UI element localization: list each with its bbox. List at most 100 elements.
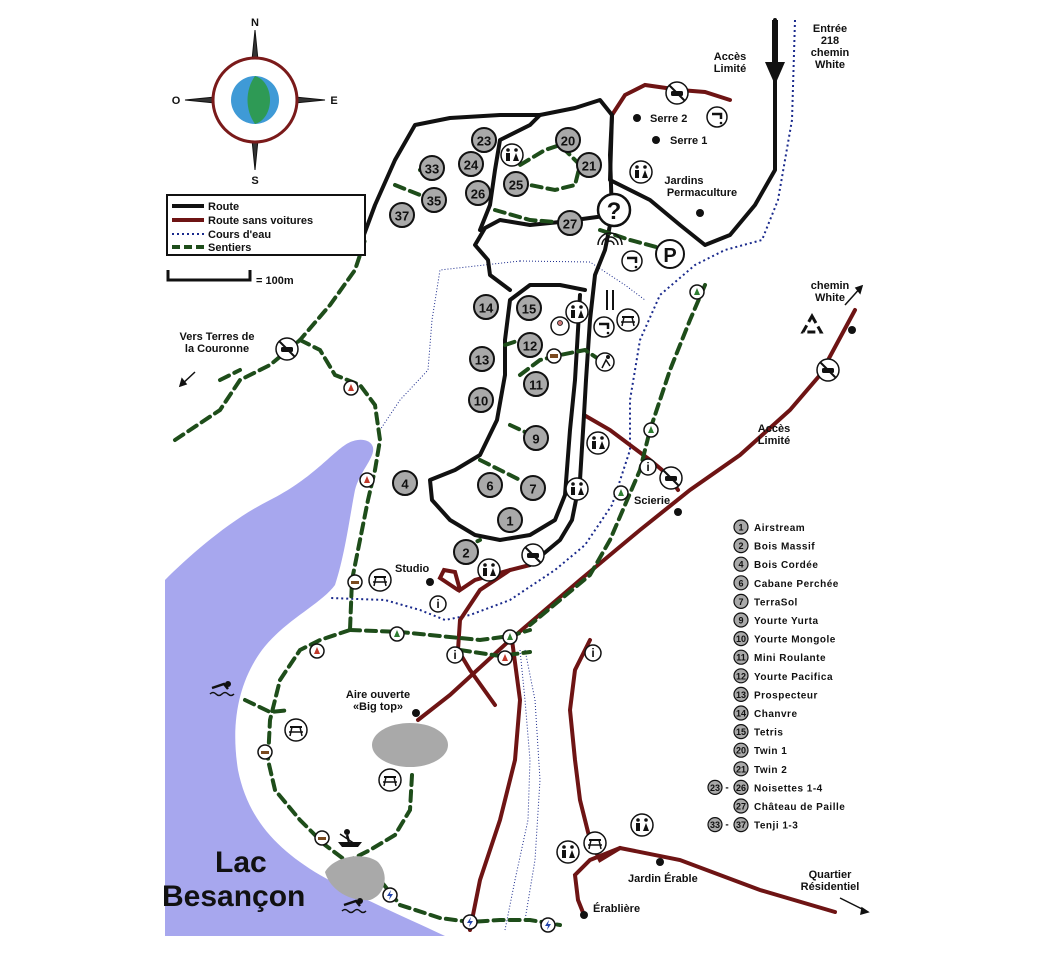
site-legend-name: Airstream — [754, 523, 805, 534]
campsite-marker[interactable] — [469, 346, 495, 372]
site-legend-marker — [733, 686, 749, 703]
picnic-table-icon — [284, 718, 308, 742]
campfire-icon — [497, 650, 513, 666]
campsite-marker[interactable] — [497, 507, 523, 533]
label-studio: Studio — [395, 563, 429, 575]
campsite-9[interactable]: 9 — [523, 425, 549, 451]
toilets-icon — [629, 160, 653, 184]
campsite-13[interactable]: 13 — [469, 346, 495, 372]
campsite-marker[interactable] — [453, 539, 479, 565]
label-entree-white: White — [815, 59, 845, 71]
campsite-12[interactable]: 12 — [517, 332, 543, 358]
site-legend-number: 26 — [736, 783, 746, 793]
site-legend-number: 15 — [736, 727, 746, 737]
svg-text:i: i — [453, 648, 456, 662]
campsite-7[interactable]: 7 — [520, 475, 546, 501]
svg-text:P: P — [663, 245, 676, 267]
site-legend-number: 21 — [736, 764, 746, 774]
legend-sentiers: Sentiers — [208, 242, 251, 254]
campsite-24[interactable]: 24 — [458, 151, 484, 177]
campsite-number: 14 — [479, 301, 494, 316]
campsite-14[interactable]: 14 — [473, 294, 499, 320]
campsite-number: 2 — [462, 546, 469, 561]
campsite-marker[interactable] — [421, 187, 447, 213]
label-serre-2: Serre 2 — [650, 113, 687, 125]
campsite-number: 7 — [529, 482, 536, 497]
campsite-marker[interactable] — [557, 210, 583, 236]
campsite-number: 26 — [471, 187, 485, 202]
campsite-marker[interactable] — [468, 387, 494, 413]
site-legend-number: 27 — [736, 802, 746, 812]
site-legend-name: Yourte Mongole — [754, 635, 836, 646]
no-car-icon — [816, 358, 840, 382]
campsite-marker[interactable] — [555, 127, 581, 153]
campsite-10[interactable]: 10 — [468, 387, 494, 413]
campsite-6[interactable]: 6 — [477, 472, 503, 498]
site-legend-marker — [733, 593, 749, 610]
campsite-21[interactable]: 21 — [576, 152, 602, 178]
campsite-number: 9 — [532, 432, 539, 447]
campsite-marker[interactable] — [458, 151, 484, 177]
campsite-marker[interactable] — [503, 171, 529, 197]
kids-activity-icon — [550, 316, 570, 336]
campsite-26[interactable]: 26 — [465, 180, 491, 206]
campsite-marker[interactable] — [520, 475, 546, 501]
campsite-marker[interactable] — [419, 155, 445, 181]
campsite-23[interactable]: 23 — [471, 127, 497, 153]
campsite-marker[interactable] — [576, 152, 602, 178]
water-tap-icon — [593, 316, 615, 338]
campsite-4[interactable]: 4 — [392, 470, 418, 496]
campsite-marker[interactable] — [465, 180, 491, 206]
campsite-marker[interactable] — [477, 472, 503, 498]
campsite-2[interactable]: 2 — [453, 539, 479, 565]
campsite-27[interactable]: 27 — [557, 210, 583, 236]
campsite-number: 37 — [395, 209, 409, 224]
campsite-marker[interactable] — [516, 295, 542, 321]
campsite-15[interactable]: 15 — [516, 295, 542, 321]
campsite-35[interactable]: 35 — [421, 187, 447, 213]
site-legend-marker — [733, 742, 749, 758]
campsite-marker[interactable] — [473, 294, 499, 320]
campsite-20[interactable]: 20 — [555, 127, 581, 153]
label-la-couronne: la Couronne — [185, 343, 249, 355]
campsite-marker[interactable] — [523, 425, 549, 451]
campsite-33[interactable]: 33 — [419, 155, 445, 181]
campsite-1[interactable]: 1 — [497, 507, 523, 533]
site-legend-marker — [733, 816, 749, 833]
compass-leaf — [247, 76, 270, 124]
site-legend-name: Bois Cordée — [754, 560, 818, 571]
bench-icon — [257, 744, 273, 760]
campsite-number: 24 — [464, 158, 479, 173]
site-legend-number: 13 — [736, 690, 746, 700]
campfire-icon — [309, 643, 325, 659]
canoe-icon — [338, 829, 362, 847]
campsite-marker[interactable] — [517, 332, 543, 358]
compass-west: O — [172, 95, 181, 107]
picnic-table-icon — [583, 831, 607, 855]
campsite-marker[interactable] — [392, 470, 418, 496]
campsite-25[interactable]: 25 — [503, 171, 529, 197]
site-legend-number: 37 — [736, 820, 746, 830]
picnic-table-icon — [616, 308, 640, 332]
no-car-icon — [521, 543, 545, 567]
campsite-37[interactable]: 37 — [389, 202, 415, 228]
campsite-number: 11 — [529, 378, 543, 393]
site-legend-name: Noisettes 1-4 — [754, 783, 823, 794]
campsite-marker[interactable] — [523, 371, 549, 397]
label-lac: Lac — [215, 846, 267, 879]
site-legend-marker — [733, 649, 749, 665]
campsite-marker[interactable] — [389, 202, 415, 228]
svg-text:i: i — [436, 597, 439, 611]
campsite-11[interactable]: 11 — [523, 371, 549, 397]
campsite-marker[interactable] — [471, 127, 497, 153]
